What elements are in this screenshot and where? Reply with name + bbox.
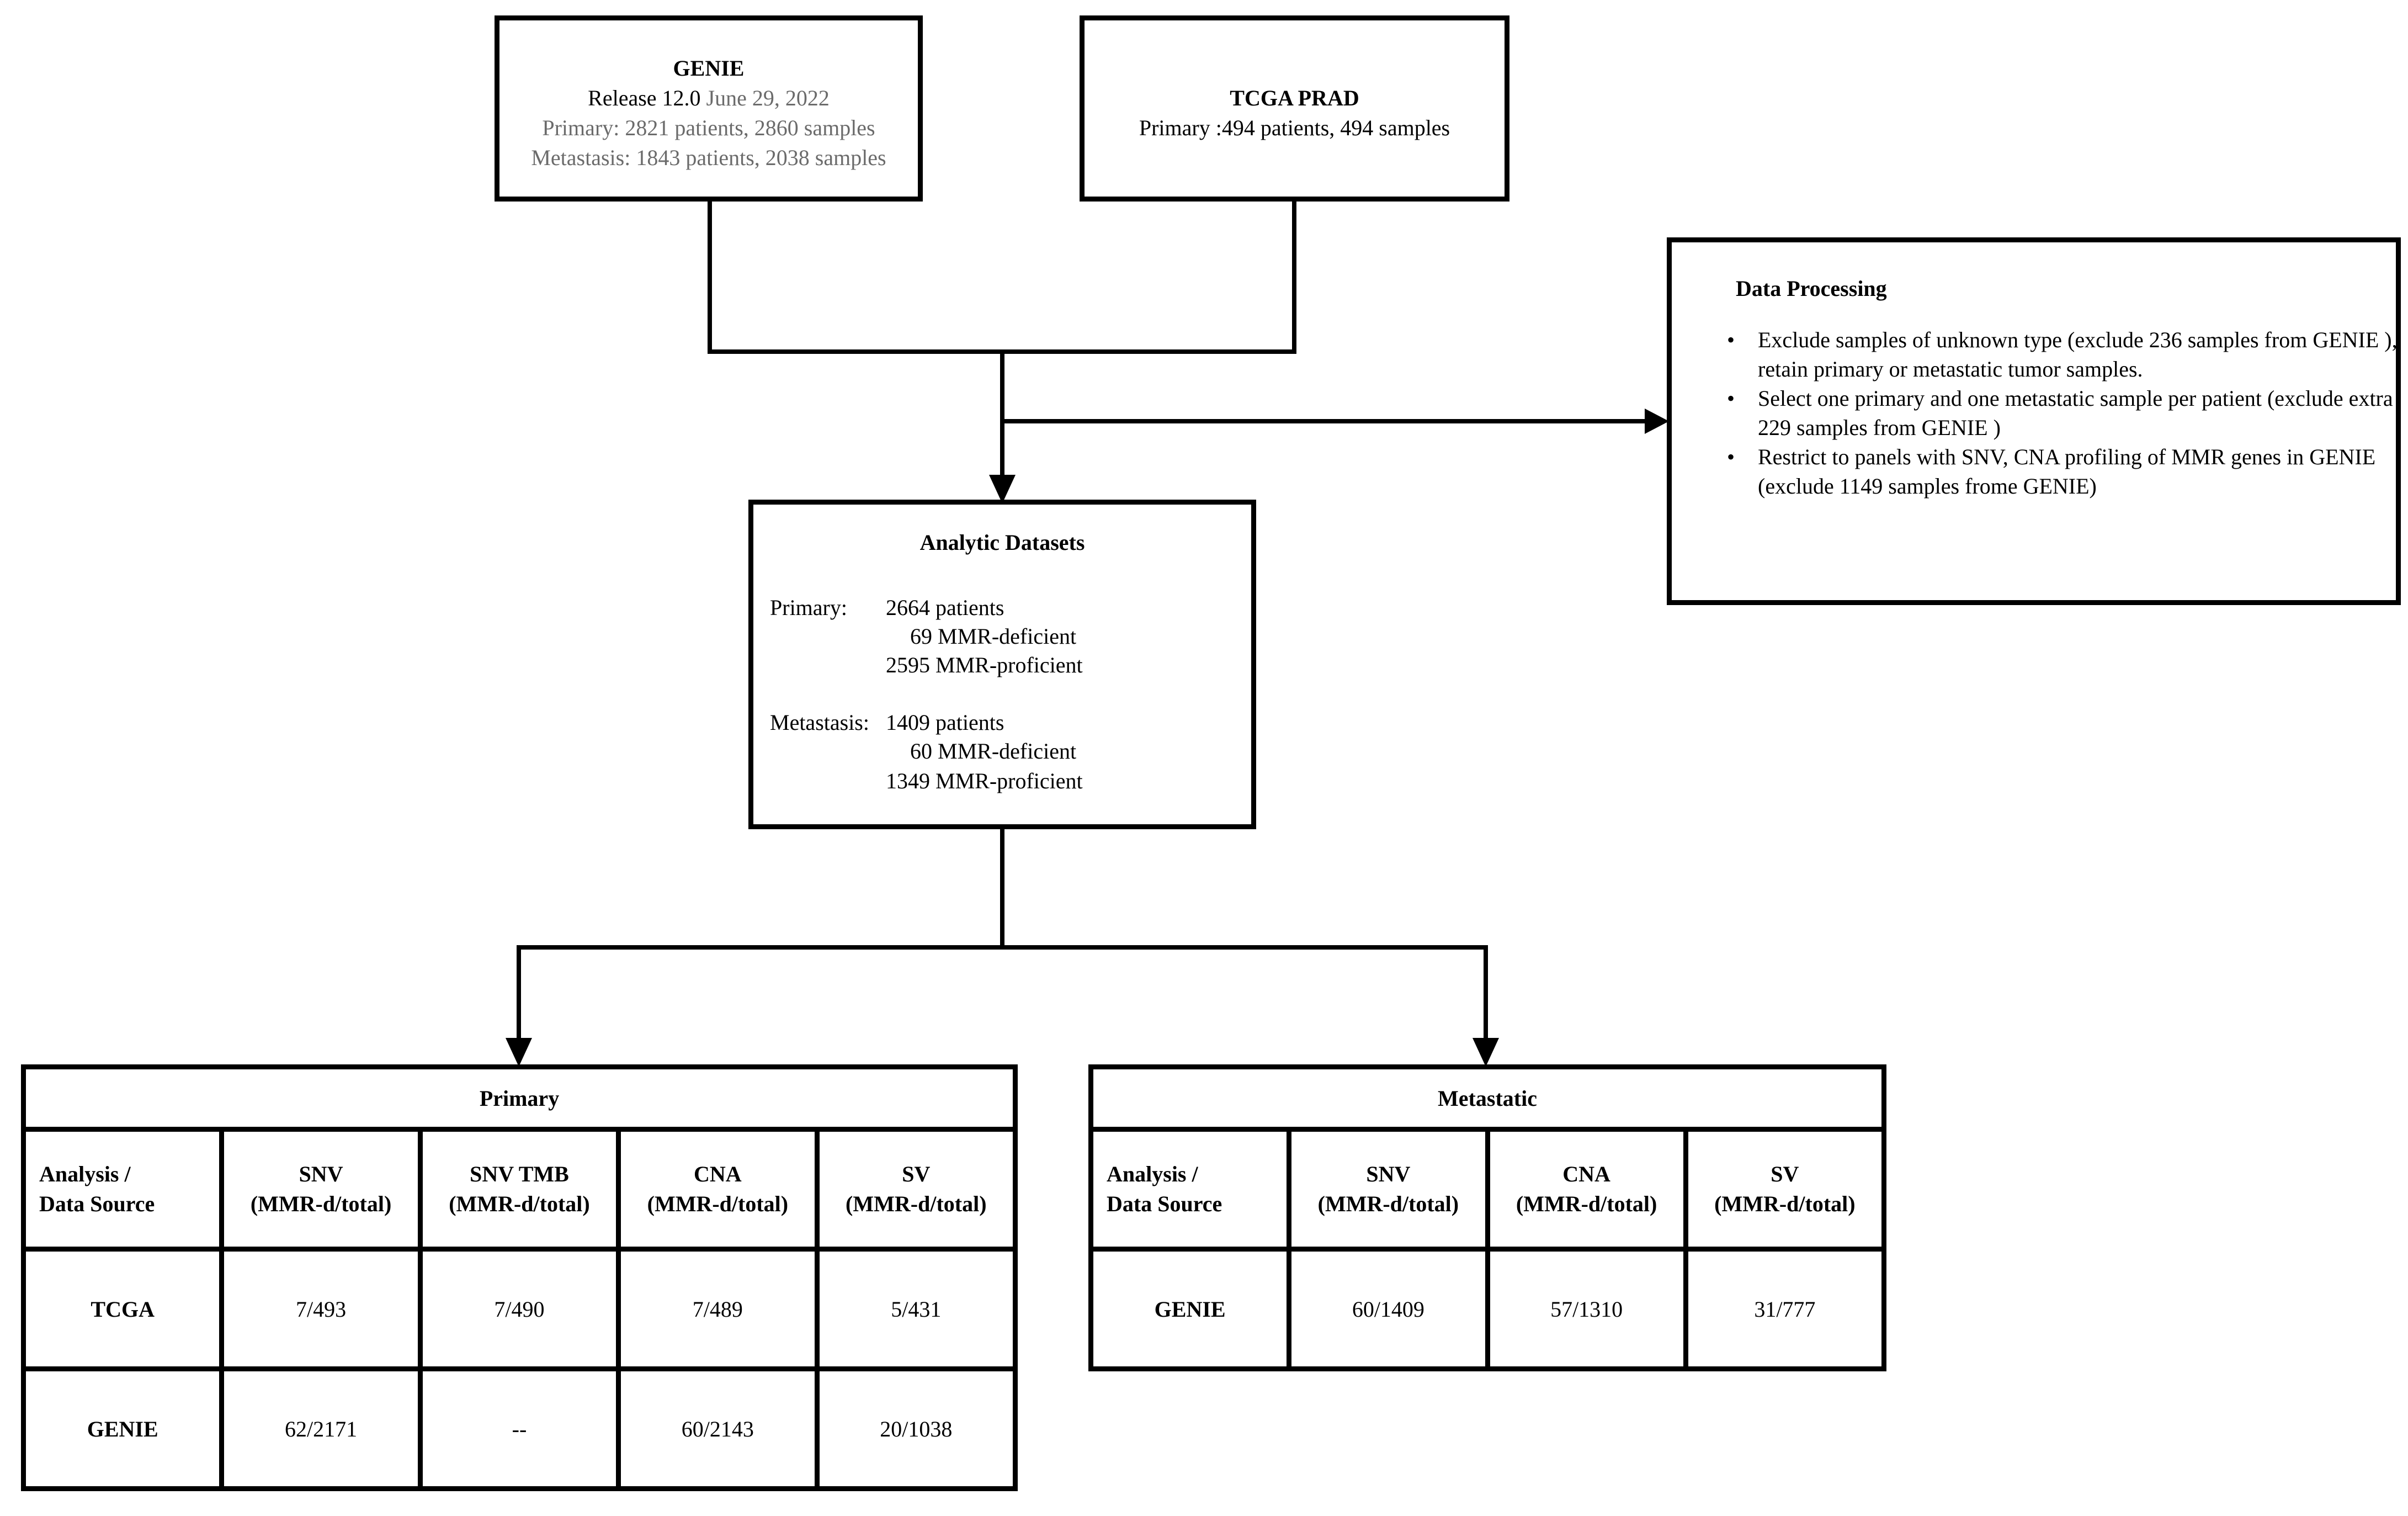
data-processing-item: Restrict to panels with SNV, CNA profili… <box>1727 442 2408 501</box>
row-source: GENIE <box>20 1366 225 1491</box>
primary-corner-header: Analysis / Data Source <box>20 1127 225 1252</box>
primary-patients: 2664 patients <box>886 595 1004 620</box>
corner-line: Data Source <box>1107 1191 1222 1216</box>
table-cell: 7/493 <box>219 1247 423 1371</box>
table-cell: 57/1310 <box>1485 1247 1688 1371</box>
genie-release: Release 12.0 June 29, 2022 <box>499 83 918 113</box>
primary-label: Primary: <box>770 595 847 620</box>
arrowhead-metastatic <box>1473 1038 1499 1067</box>
genie-metastasis: Metastasis: 1843 patients, 2038 samples <box>531 145 886 170</box>
metastasis-patients: 1409 patients <box>886 710 1004 735</box>
column-header-name: SV <box>1771 1162 1799 1186</box>
table-cell: 5/431 <box>814 1247 1018 1371</box>
data-processing-item: Exclude samples of unknown type (exclude… <box>1727 325 2408 384</box>
table-cell: -- <box>417 1366 621 1491</box>
primary-deficient: 69 MMR-deficient <box>910 624 1077 649</box>
split-line <box>517 945 1488 1049</box>
column-header-unit: (MMR-d/total) <box>647 1191 789 1216</box>
metastasis-label: Metastasis: <box>770 710 869 735</box>
table-cell: 7/489 <box>616 1247 820 1371</box>
column-header-name: SNV <box>1366 1162 1411 1186</box>
column-header-name: SV <box>902 1162 931 1186</box>
genie-box: GENIE Release 12.0 June 29, 2022 Primary… <box>495 15 923 202</box>
corner-line: Analysis / <box>39 1162 131 1186</box>
column-header-unit: (MMR-d/total) <box>846 1191 987 1216</box>
column-header-sv: SV (MMR-d/total) <box>1683 1127 1887 1252</box>
corner-line: Data Source <box>39 1191 155 1216</box>
column-header-unit: (MMR-d/total) <box>1516 1191 1657 1216</box>
column-header-name: CNA <box>1562 1162 1610 1186</box>
corner-line: Analysis / <box>1107 1162 1198 1186</box>
data-processing-list: Exclude samples of unknown type (exclude… <box>1727 325 2408 501</box>
metastatic-table-title: Metastatic <box>1088 1064 1886 1132</box>
genie-title: GENIE <box>673 56 745 81</box>
primary-table-title: Primary <box>21 1064 1018 1132</box>
column-header-name: CNA <box>694 1162 742 1186</box>
table-cell: 62/2171 <box>219 1366 423 1491</box>
data-processing-item: Select one primary and one metastatic sa… <box>1727 384 2408 442</box>
column-header-unit: (MMR-d/total) <box>250 1191 392 1216</box>
genie-primary: Primary: 2821 patients, 2860 samples <box>542 115 875 140</box>
table-row: GENIE 62/2171 -- 60/2143 20/1038 <box>20 1366 1018 1491</box>
table-row: GENIE 60/1409 57/1310 31/777 <box>1088 1247 1887 1371</box>
column-header-snv: SNV (MMR-d/total) <box>219 1127 423 1252</box>
metastatic-corner-header: Analysis / Data Source <box>1088 1127 1292 1252</box>
genie-release-label: Release 12.0 <box>588 86 701 110</box>
genie-connector <box>708 200 1002 354</box>
primary-proficient: 2595 MMR-proficient <box>886 653 1083 677</box>
tcga-primary: Primary :494 patients, 494 samples <box>1139 115 1450 140</box>
tcga-box: TCGA PRAD Primary :494 patients, 494 sam… <box>1080 15 1509 202</box>
column-header-name: SNV TMB <box>470 1162 569 1186</box>
genie-release-date: June 29, 2022 <box>700 86 830 110</box>
column-header-cna: CNA (MMR-d/total) <box>616 1127 820 1252</box>
data-processing-title: Data Processing <box>1736 276 1887 301</box>
row-source: GENIE <box>1088 1247 1292 1371</box>
table-cell: 60/2143 <box>616 1366 820 1491</box>
column-header-unit: (MMR-d/total) <box>1714 1191 1856 1216</box>
primary-table: Primary Analysis / Data Source SNV (MMR-… <box>20 1064 1018 1491</box>
column-header-cna: CNA (MMR-d/total) <box>1485 1127 1688 1252</box>
analytic-datasets-box: Analytic Datasets Primary: 2664 patients… <box>748 500 1256 829</box>
column-header-snv: SNV (MMR-d/total) <box>1287 1127 1490 1252</box>
row-source: TCGA <box>20 1247 225 1371</box>
tcga-connector <box>1002 200 1296 354</box>
table-cell: 31/777 <box>1683 1247 1887 1371</box>
table-row: TCGA 7/493 7/490 7/489 5/431 <box>20 1247 1018 1371</box>
column-header-unit: (MMR-d/total) <box>1317 1191 1459 1216</box>
metastasis-deficient: 60 MMR-deficient <box>910 739 1077 764</box>
column-header-unit: (MMR-d/total) <box>449 1191 590 1216</box>
arrowhead-analytic <box>989 475 1016 503</box>
table-cell: 60/1409 <box>1287 1247 1490 1371</box>
arrowhead-primary <box>506 1038 532 1067</box>
column-header-sv: SV (MMR-d/total) <box>814 1127 1018 1252</box>
tcga-title: TCGA PRAD <box>1230 86 1359 110</box>
analytic-datasets-title: Analytic Datasets <box>919 530 1085 555</box>
column-header-snv-tmb: SNV TMB (MMR-d/total) <box>417 1127 621 1252</box>
metastatic-table: Metastatic Analysis / Data Source SNV (M… <box>1088 1064 1887 1371</box>
table-cell: 7/490 <box>417 1247 621 1371</box>
metastasis-proficient: 1349 MMR-proficient <box>886 768 1083 793</box>
column-header-name: SNV <box>299 1162 343 1186</box>
arrowhead-data-processing <box>1645 409 1669 434</box>
data-processing-box: Data Processing Exclude samples of unkno… <box>1667 237 2401 605</box>
table-cell: 20/1038 <box>814 1366 1018 1491</box>
